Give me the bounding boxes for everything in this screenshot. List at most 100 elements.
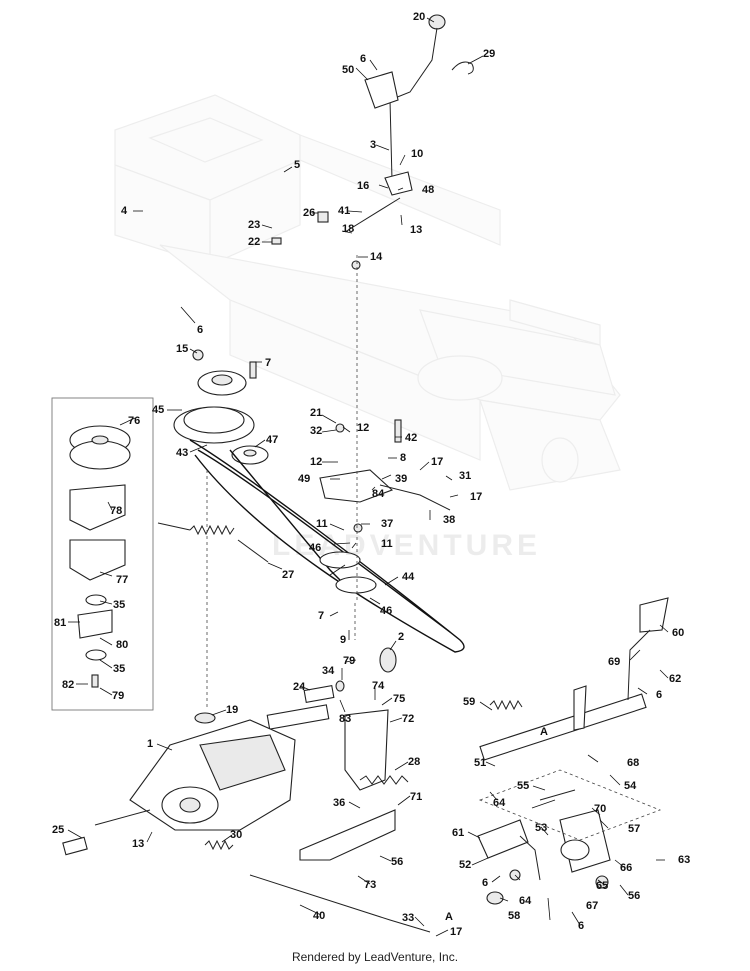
callout-83: 83 [339, 713, 351, 725]
callout-46: 46 [309, 542, 321, 554]
callout-17b: 17 [470, 491, 482, 503]
callout-41: 41 [338, 205, 350, 217]
callout-6c: 6 [482, 877, 488, 889]
callout-71: 71 [410, 791, 422, 803]
ref-a-lower: A [445, 911, 453, 923]
leader-lines [67, 17, 669, 937]
callout-64b: 64 [519, 895, 532, 907]
callout-5: 5 [294, 159, 300, 171]
callout-70: 70 [594, 803, 606, 815]
callout-4: 4 [121, 205, 128, 217]
callout-37: 37 [381, 518, 393, 530]
callout-42: 42 [405, 432, 417, 444]
callout-54: 54 [624, 780, 637, 792]
callout-82: 82 [62, 679, 74, 691]
callout-21: 21 [310, 407, 322, 419]
pedal-assembly [477, 597, 669, 905]
watermark: LEADVENTURE [272, 529, 541, 562]
callout-48: 48 [422, 184, 434, 196]
callout-31: 31 [459, 470, 471, 482]
callout-45: 45 [152, 404, 164, 416]
callout-36: 36 [333, 797, 345, 809]
callout-25: 25 [52, 824, 64, 836]
callout-56: 56 [391, 856, 403, 868]
callout-67: 67 [586, 900, 598, 912]
callout-80: 80 [116, 639, 128, 651]
callout-11: 11 [316, 518, 328, 530]
callout-33: 33 [402, 912, 414, 924]
callout-3: 3 [370, 139, 376, 151]
callout-15: 15 [176, 343, 188, 355]
callout-35b: 35 [113, 663, 125, 675]
callout-23: 23 [248, 219, 260, 231]
callout-labels: 20 29 6 50 3 10 16 48 41 26 18 13 23 22 … [52, 11, 690, 938]
callout-6: 6 [360, 53, 366, 65]
callout-13: 13 [410, 224, 422, 236]
callout-30: 30 [230, 829, 242, 841]
callout-46b: 46 [380, 605, 392, 617]
callout-64: 64 [493, 797, 506, 809]
callout-38: 38 [443, 514, 455, 526]
ref-a-upper: A [540, 726, 548, 738]
callout-66: 66 [620, 862, 632, 874]
callout-60: 60 [672, 627, 684, 639]
transaxle [62, 680, 345, 856]
callout-2: 2 [398, 631, 404, 643]
callout-79b: 79 [343, 655, 355, 667]
callout-22: 22 [248, 236, 260, 248]
callout-44: 44 [402, 571, 415, 583]
callout-63: 63 [678, 854, 690, 866]
callout-76: 76 [128, 415, 140, 427]
callout-72: 72 [402, 713, 414, 725]
callout-52: 52 [459, 859, 471, 871]
callout-7: 7 [265, 357, 271, 369]
assembly-centerlines [206, 255, 358, 710]
callout-50: 50 [342, 64, 354, 76]
callout-13b: 13 [132, 838, 144, 850]
callout-62: 62 [669, 673, 681, 685]
callout-47: 47 [266, 434, 278, 446]
callout-32: 32 [310, 425, 322, 437]
callout-6e: 6 [656, 689, 662, 701]
callout-6d: 6 [578, 920, 584, 932]
callout-27: 27 [282, 569, 294, 581]
callout-26: 26 [303, 207, 315, 219]
callout-17c: 17 [450, 926, 462, 938]
callout-40: 40 [313, 910, 325, 922]
callout-59: 59 [463, 696, 475, 708]
callout-84: 84 [372, 488, 385, 500]
callout-6b: 6 [197, 324, 203, 336]
idler-spring [157, 522, 269, 563]
callout-81: 81 [54, 617, 66, 629]
callout-53: 53 [535, 822, 547, 834]
callout-51: 51 [474, 757, 486, 769]
transaxle-pulley-assembly [173, 349, 269, 465]
brake-bracket-assembly [204, 647, 431, 933]
callout-49: 49 [298, 473, 310, 485]
callout-11b: 11 [381, 538, 393, 550]
callout-65: 65 [596, 880, 608, 892]
idler-bracket-assembly [319, 419, 451, 594]
callout-17: 17 [431, 456, 443, 468]
callout-28: 28 [408, 756, 420, 768]
footer-credit: Rendered by LeadVenture, Inc. [291, 950, 459, 964]
callout-79: 79 [112, 690, 124, 702]
callout-1: 1 [147, 738, 153, 750]
callout-58: 58 [508, 910, 520, 922]
callout-39: 39 [395, 473, 407, 485]
callout-10: 10 [411, 148, 423, 160]
callout-55: 55 [517, 780, 529, 792]
inset-alternate-parts [51, 397, 154, 711]
callout-56b: 56 [628, 890, 640, 902]
callout-78: 78 [110, 505, 122, 517]
callout-43: 43 [176, 447, 188, 459]
callout-7b: 7 [318, 610, 324, 622]
callout-8: 8 [400, 452, 406, 464]
callout-74: 74 [372, 680, 385, 692]
callout-34: 34 [322, 665, 335, 677]
callout-73: 73 [364, 879, 376, 891]
callout-9: 9 [340, 634, 346, 646]
callout-29: 29 [483, 48, 495, 60]
callout-77: 77 [116, 574, 128, 586]
